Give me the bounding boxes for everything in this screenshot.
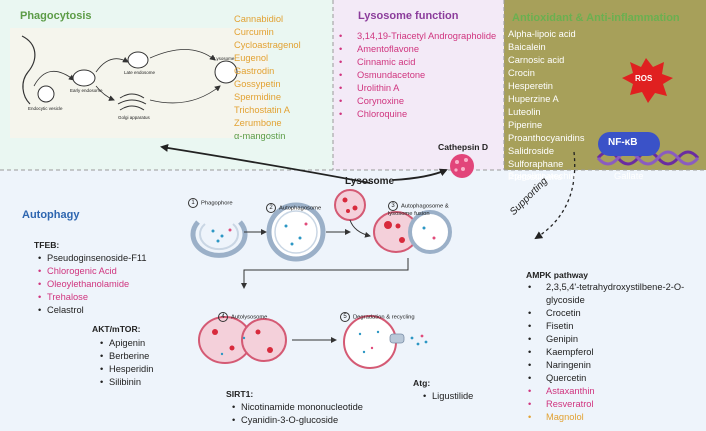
ampk-item: Magnolol — [537, 411, 705, 424]
ampk-item: Astaxanthin — [537, 385, 705, 398]
ros-label: ROS — [635, 74, 653, 83]
akt-item: Berberine — [100, 350, 153, 363]
akt-item: Silibinin — [100, 376, 153, 389]
arrow-to-phagocytosis — [160, 144, 371, 184]
antioxidant-item: Proanthocyanidins — [508, 133, 585, 143]
tfeb-item: Trehalose — [38, 291, 147, 304]
antioxidant-item: Sulforaphane — [508, 159, 564, 169]
sirt1-title: SIRT1: — [226, 389, 254, 399]
antioxidant-item: Crocin — [508, 68, 535, 78]
lysosome-label: Lysosome — [345, 176, 395, 187]
label-endocytic-vesicle: Endocytic vesicle — [28, 106, 63, 111]
sirt1-list: Nicotinamide mononucleotideCyanidin-3-O-… — [232, 401, 363, 427]
phagocytosis-item: Gossypetin — [234, 79, 281, 89]
phagocytosis-item: Cycloastragenol — [234, 40, 301, 50]
antioxidant-item: Pterostilbene — [508, 172, 563, 182]
ampk-item: Genipin — [537, 333, 705, 346]
ampk-item: Quercetin — [537, 372, 705, 385]
label-early-endosome: Early endosome — [70, 88, 103, 93]
label-late-endosome: Late endosome — [124, 70, 156, 75]
tfeb-item: Celastrol — [38, 304, 147, 317]
tfeb-item: Chlorogenic Acid — [38, 265, 147, 278]
antioxidant-item: Salidroside — [508, 146, 554, 156]
label-lysosome-small: Lysosome — [214, 56, 235, 61]
autophagy-flow — [190, 189, 452, 369]
atg-item: Ligustilide — [423, 390, 473, 403]
akt-list: ApigeninBerberineHesperidinSilibinin — [100, 337, 153, 389]
phagocytosis-item: Zerumbone — [234, 118, 282, 128]
lysosome-function-item: Chloroquine — [348, 108, 498, 121]
phagocytosis-title: Phagocytosis — [20, 10, 92, 22]
phagocytosis-item: Cannabidiol — [234, 14, 284, 24]
akt-item: Hesperidin — [100, 363, 153, 376]
antioxidant-item: Luteolin — [508, 107, 541, 117]
autophagy-title: Autophagy — [22, 209, 80, 221]
atg-title: Atg: — [413, 378, 431, 388]
phagocytosis-diagram — [10, 28, 268, 138]
lysosome-function-item: Corynoxine — [348, 95, 498, 108]
akt-title: AKT/mTOR: — [92, 324, 141, 334]
ampk-item: Fisetin — [537, 320, 705, 333]
antioxidant-item: Hesperetin — [508, 81, 553, 91]
nfkb-dna-icon — [596, 132, 700, 166]
antioxidant-title: Antioxidant & Anti-inflammation — [512, 12, 680, 24]
antioxidant-last-a: Epigallocatechin — [508, 171, 576, 181]
ampk-item: 2,3,5,4'-tetrahydroxystilbene-2-O-glycos… — [537, 281, 705, 307]
antioxidant-item: Alpha-lipoic acid — [508, 29, 576, 39]
ampk-item: Crocetin — [537, 307, 705, 320]
ampk-title: AMPK pathway — [526, 270, 589, 280]
antioxidant-item: Carnosic acid — [508, 55, 565, 65]
phagocytosis-item: Spermidine — [234, 92, 282, 102]
label-golgi: Golgi apparatus — [118, 115, 150, 120]
ampk-item: Kaempferol — [537, 346, 705, 359]
phagocytosis-item: α-mangostin — [234, 131, 286, 141]
phagocytosis-item: Gastrodin — [234, 66, 275, 76]
atg-list: Ligustilide — [423, 390, 473, 403]
antioxidant-last-b: Gallate — [614, 171, 644, 181]
tfeb-list: Pseudoginsenoside-F11Chlorogenic AcidOle… — [38, 252, 147, 317]
arrow-to-cathepsin — [392, 168, 448, 181]
antioxidant-item: Baicalein — [508, 42, 546, 52]
antioxidant-item: Piperine — [508, 120, 543, 130]
tfeb-title: TFEB: — [34, 240, 60, 250]
sirt1-item: Cyanidin-3-O-glucoside — [232, 414, 363, 427]
tfeb-item: Oleoylethanolamide — [38, 278, 147, 291]
phagocytosis-item: Trichostatin A — [234, 105, 290, 115]
phagocytosis-item: Curcumin — [234, 27, 274, 37]
lysosome-function-item: Osmundacetone — [348, 69, 498, 82]
ampk-item: Resveratrol — [537, 398, 705, 411]
sirt1-item: Nicotinamide mononucleotide — [232, 401, 363, 414]
lysosome-function-item: Urolithin A — [348, 82, 498, 95]
lysosome-function-item: Amentoflavone — [348, 43, 498, 56]
cathepsin-lysosome-icon — [450, 154, 474, 178]
lysosome-function-item: 3,14,19-Triacetyl Andrographolide — [348, 30, 498, 43]
tfeb-item: Pseudoginsenoside-F11 — [38, 252, 147, 265]
phagocytosis-item: Eugenol — [234, 53, 269, 63]
lysosome-function-list: 3,14,19-Triacetyl AndrographolideAmentof… — [348, 30, 498, 121]
lysosome-function-item: Cinnamic acid — [348, 56, 498, 69]
ros-burst-icon — [622, 58, 673, 103]
ampk-list: 2,3,5,4'-tetrahydroxystilbene-2-O-glycos… — [537, 281, 705, 424]
akt-item: Apigenin — [100, 337, 153, 350]
lysosome-function-title: Lysosome function — [358, 10, 459, 22]
nfkb-label: NF-κB — [608, 137, 638, 148]
antioxidant-item: Huperzine A — [508, 94, 559, 104]
ampk-item: Naringenin — [537, 359, 705, 372]
cathepsin-label: Cathepsin D — [438, 142, 489, 152]
